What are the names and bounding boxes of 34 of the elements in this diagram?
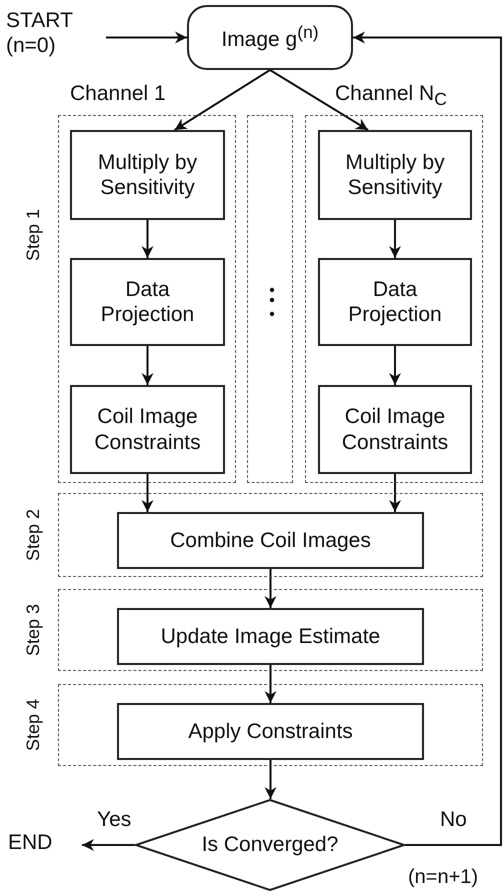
arrow [264, 665, 276, 703]
box-text: Coil Image Constraints [93, 404, 202, 455]
step-label: Step 1 [24, 208, 42, 262]
box-text: Multiply by Sensitivity [344, 150, 446, 200]
box-text: Update Image Estimate [160, 624, 380, 650]
box-text: Image g$^{(n)}$ [221, 22, 319, 53]
arrow [142, 346, 154, 385]
arrow [82, 839, 135, 851]
box-text: Data Projection [100, 276, 196, 328]
iteration-note: (n=n+1) [408, 866, 478, 888]
arrow [353, 32, 502, 846]
arrow [264, 760, 276, 799]
step-label: Step 2 [24, 508, 42, 562]
arrow [269, 69, 369, 131]
group-heading: Channel 1 [70, 82, 166, 106]
step-label: Step 4 [24, 698, 42, 752]
step-label: Step 3 [24, 604, 42, 656]
group-heading: Channel N$_{C}$ [335, 82, 447, 110]
box-text: Multiply by Sensitivity [96, 150, 198, 200]
arrow [142, 474, 154, 512]
box-text: Combine Coil Images [170, 528, 371, 554]
arrow [389, 474, 401, 512]
arrow [389, 346, 401, 385]
arrow [106, 32, 187, 44]
diamond-text: Is Converged? [200, 832, 340, 858]
terminal-label: START (n=0) [6, 8, 100, 70]
arrow [174, 69, 271, 131]
arrow [142, 220, 154, 258]
box-text: Apply Constraints [188, 718, 353, 744]
arrow [389, 220, 401, 258]
box-text: Data Projection [347, 276, 443, 328]
arrow [264, 569, 276, 608]
box-text: Coil Image Constraints [340, 404, 450, 455]
terminal-label: END [8, 830, 74, 858]
